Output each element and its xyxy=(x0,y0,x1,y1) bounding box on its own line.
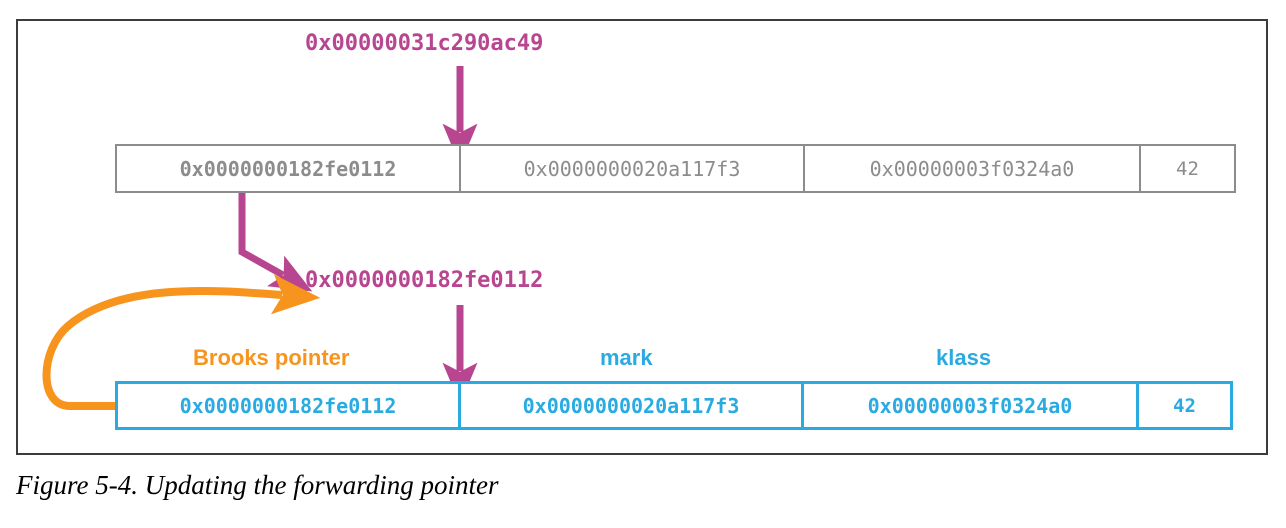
cell-old-klass: 0x00000003f0324a0 xyxy=(803,144,1141,193)
cell-new-mark: 0x0000000020a117f3 xyxy=(458,381,804,430)
cell-forwarding-pointer: 0x0000000182fe0112 xyxy=(115,144,461,193)
new-object-row: 0x0000000182fe0112 0x0000000020a117f3 0x… xyxy=(115,381,1242,430)
cell-old-mark: 0x0000000020a117f3 xyxy=(459,144,805,193)
figure-caption: Figure 5-4. Updating the forwarding poin… xyxy=(16,470,499,500)
header-brooks-pointer: Brooks pointer xyxy=(193,345,350,370)
old-object-row: 0x0000000182fe0112 0x0000000020a117f3 0x… xyxy=(115,144,1242,193)
cell-old-value: 42 xyxy=(1139,144,1236,193)
header-mark: mark xyxy=(600,345,653,370)
middle-address-label: 0x0000000182fe0112 xyxy=(305,268,544,293)
header-klass: klass xyxy=(936,345,992,370)
top-address-label: 0x00000031c290ac49 xyxy=(305,31,544,56)
cell-brooks-pointer: 0x0000000182fe0112 xyxy=(115,381,461,430)
cell-new-klass: 0x00000003f0324a0 xyxy=(801,381,1139,430)
cell-new-value: 42 xyxy=(1136,381,1233,430)
